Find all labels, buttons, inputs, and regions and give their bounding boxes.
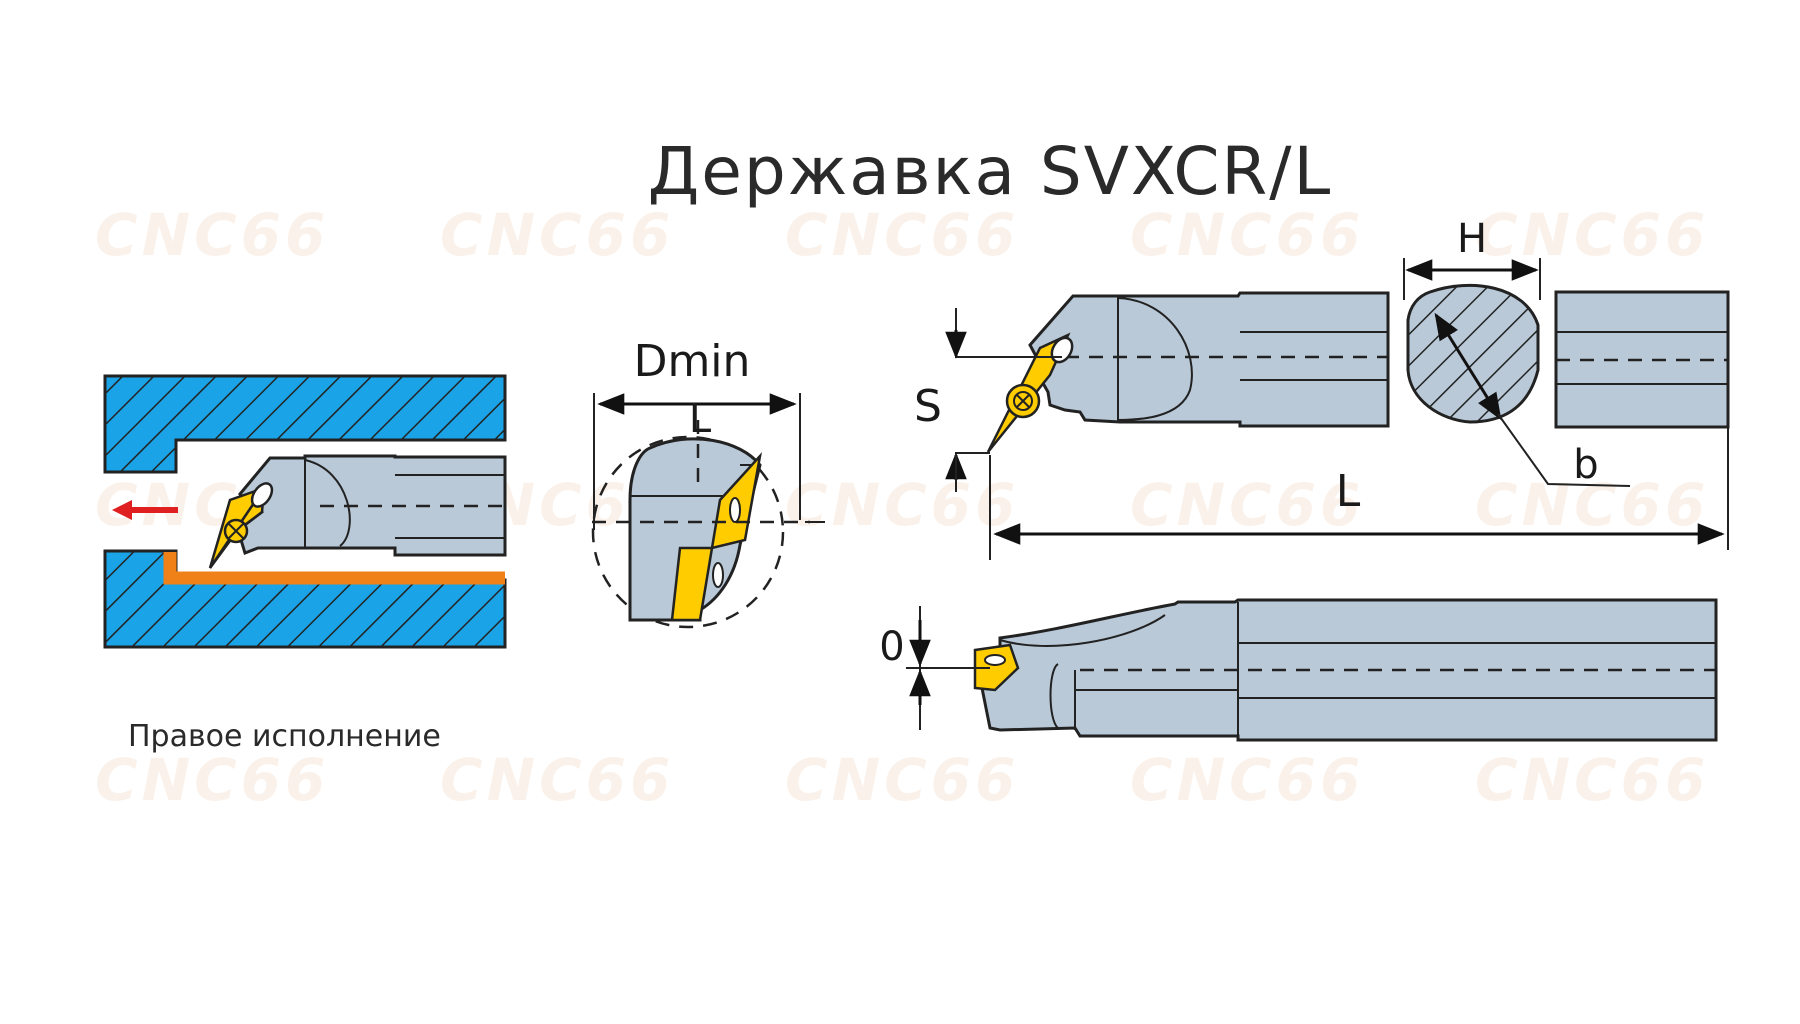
end-view-insert — [670, 546, 714, 622]
top-view: 0 — [879, 598, 1718, 742]
watermark: CNC66 — [785, 201, 1019, 269]
s-label: S — [914, 381, 942, 432]
top-insert — [973, 643, 1020, 692]
h-label: H — [1457, 216, 1487, 262]
watermark: CNC66 — [95, 201, 329, 269]
holder-side-body — [1028, 291, 1390, 428]
diagram-title: Державка SVXCR/L — [648, 133, 1333, 210]
watermark: CNC66 — [1130, 471, 1364, 539]
b-dimension-line — [1434, 312, 1502, 421]
boring-operation-view — [103, 374, 507, 649]
watermark: CNC66 — [1475, 746, 1709, 814]
caption-right-hand: Правое исполнение — [128, 719, 441, 754]
l-small-label: L — [689, 396, 712, 442]
side-view: S H b L — [914, 216, 1730, 560]
bar-end-section — [628, 437, 762, 622]
watermark: CNC66 — [785, 471, 1019, 539]
watermark: CNC66 — [95, 746, 329, 814]
dmin-label: Dmin — [634, 336, 751, 387]
watermark-grid: CNC66 CNC66 CNC66 CNC66 CNC66 CNC66 CNC6… — [95, 201, 1709, 814]
dmin-circle — [591, 435, 785, 629]
b-label: b — [1573, 442, 1598, 488]
end-view-dmin: Dmin L — [591, 336, 825, 629]
o-label: 0 — [879, 624, 904, 670]
cutting-path — [163, 552, 505, 585]
watermark: CNC66 — [785, 746, 1019, 814]
watermark: CNC66 — [440, 746, 674, 814]
watermark: CNC66 — [440, 201, 674, 269]
watermark: CNC66 — [1130, 201, 1364, 269]
watermark: CNC66 — [1130, 746, 1364, 814]
l-label: L — [1336, 466, 1361, 517]
watermark: CNC66 — [1475, 201, 1709, 269]
